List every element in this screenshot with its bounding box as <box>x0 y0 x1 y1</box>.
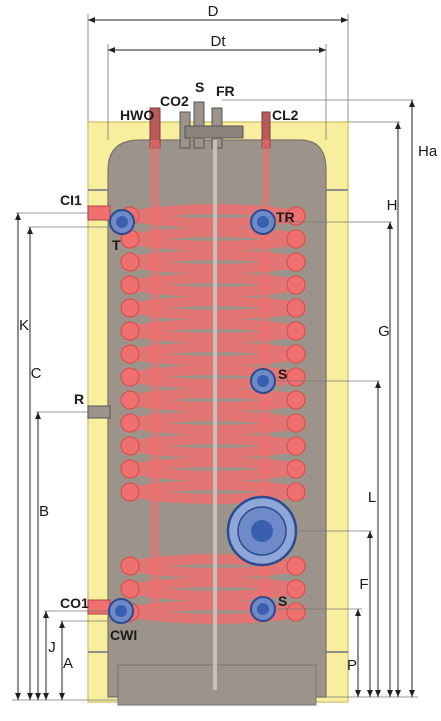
coil-end-left <box>120 390 140 410</box>
coil-end-left <box>120 252 140 272</box>
coil-end-right <box>286 602 306 622</box>
label-fr: FR <box>216 83 235 99</box>
coil-end-right <box>286 436 306 456</box>
sensor-s-mid <box>250 368 276 394</box>
coil-end-right <box>286 206 306 226</box>
label-r: R <box>74 391 84 407</box>
coil-end-right <box>286 579 306 599</box>
label-co1: CO1 <box>60 595 89 611</box>
sensor-t <box>109 209 135 235</box>
label-cwi: CWI <box>110 627 137 643</box>
dim-label-b: B <box>39 503 49 520</box>
dim-label-f: F <box>359 576 368 593</box>
coil-end-left <box>120 436 140 456</box>
label-co2: CO2 <box>160 93 189 109</box>
sensor-top-pipe <box>193 101 205 149</box>
coil-end-right <box>286 229 306 249</box>
coil-end-left <box>120 275 140 295</box>
dim-label-c: C <box>31 365 42 382</box>
coil-end-right <box>286 344 306 364</box>
dim-label-l: L <box>368 489 376 506</box>
dim-label-h: H <box>387 197 398 214</box>
label-t: T <box>112 237 121 253</box>
coil-end-left <box>120 298 140 318</box>
coil-end-right <box>286 556 306 576</box>
coil-end-left <box>120 413 140 433</box>
coil-riser-left <box>150 140 160 610</box>
coil-end-left <box>120 459 140 479</box>
dim-label-g: G <box>378 323 390 340</box>
dim-label-j: J <box>48 639 56 656</box>
co1-stub <box>87 599 111 615</box>
sensor-cwi <box>108 598 134 624</box>
coil-end-right <box>286 482 306 502</box>
coil-end-left <box>120 556 140 576</box>
ci1-stub <box>87 205 111 221</box>
coil-end-left <box>120 321 140 341</box>
coil-end-right <box>286 390 306 410</box>
sensor-tr <box>250 209 276 235</box>
coil-end-right <box>286 321 306 341</box>
dim-label-d: D <box>208 3 219 20</box>
coil-end-left <box>120 344 140 364</box>
dim-label-ha: Ha <box>418 143 438 160</box>
dim-label-k: K <box>19 317 29 334</box>
coil-end-left <box>120 367 140 387</box>
label-cl2: CL2 <box>272 107 299 123</box>
label-tr: TR <box>276 209 295 225</box>
coil-end-right <box>286 275 306 295</box>
r-stub <box>87 405 111 419</box>
label-s-mid: S <box>278 366 287 382</box>
coil-end-right <box>286 413 306 433</box>
coil-end-left <box>120 482 140 502</box>
label-s-top: S <box>195 79 204 95</box>
heating-coil <box>120 204 306 624</box>
dim-label-a: A <box>63 655 73 672</box>
coil-end-left <box>120 579 140 599</box>
label-s-low: S <box>278 593 287 609</box>
label-ci1: CI1 <box>60 192 82 208</box>
coil-end-right <box>286 367 306 387</box>
inspection-flange <box>226 495 298 567</box>
dim-label-dt: Dt <box>211 33 227 50</box>
coil-end-right <box>286 298 306 318</box>
label-hwo: HWO <box>120 107 154 123</box>
top-flange <box>184 125 244 139</box>
coil-end-right <box>286 252 306 272</box>
sensor-s-low <box>250 596 276 622</box>
coil-end-right <box>286 459 306 479</box>
dim-label-p: P <box>347 657 357 674</box>
